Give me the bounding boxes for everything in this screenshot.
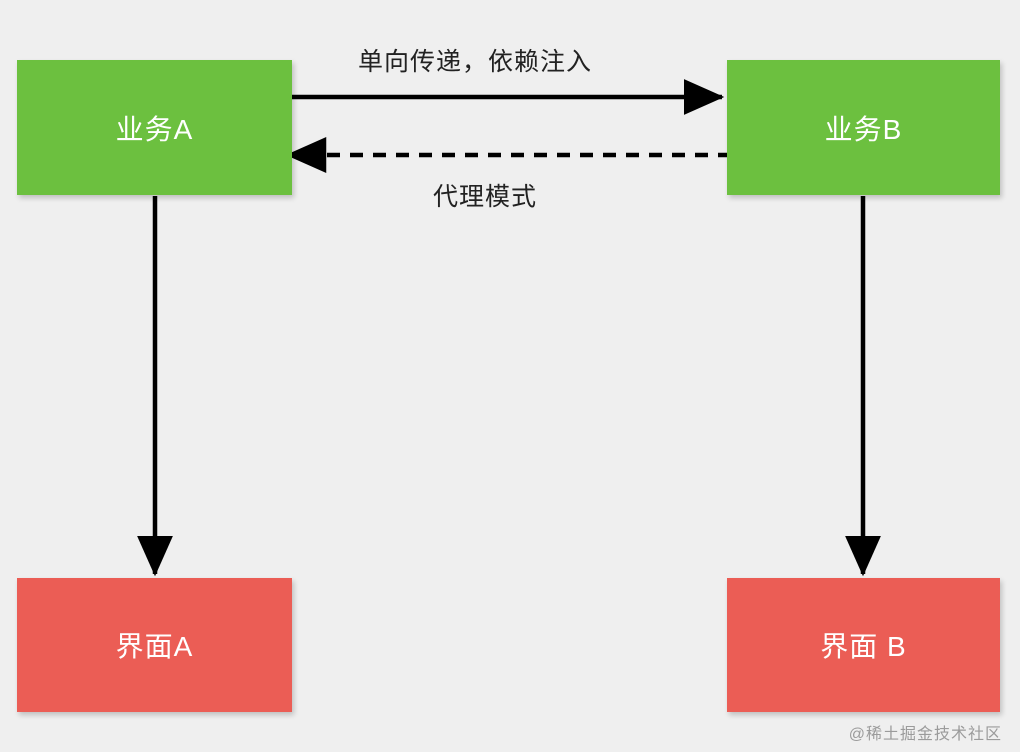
- edge-label-proxy-pattern: 代理模式: [433, 183, 538, 211]
- node-interface-a-label: 界面A: [115, 631, 194, 662]
- watermark: @稀土掘金技术社区: [848, 726, 1002, 743]
- node-interface-b-label: 界面 B: [820, 631, 907, 662]
- node-business-a: 业务A: [17, 60, 292, 195]
- node-interface-a: 界面A: [17, 578, 292, 712]
- node-business-b-label: 业务B: [824, 113, 903, 145]
- node-business-b: 业务B: [727, 60, 1000, 195]
- node-interface-b: 界面 B: [727, 578, 1000, 712]
- node-business-a-label: 业务A: [115, 113, 194, 145]
- edge-label-dependency-injection: 单向传递，依赖注入: [358, 48, 593, 76]
